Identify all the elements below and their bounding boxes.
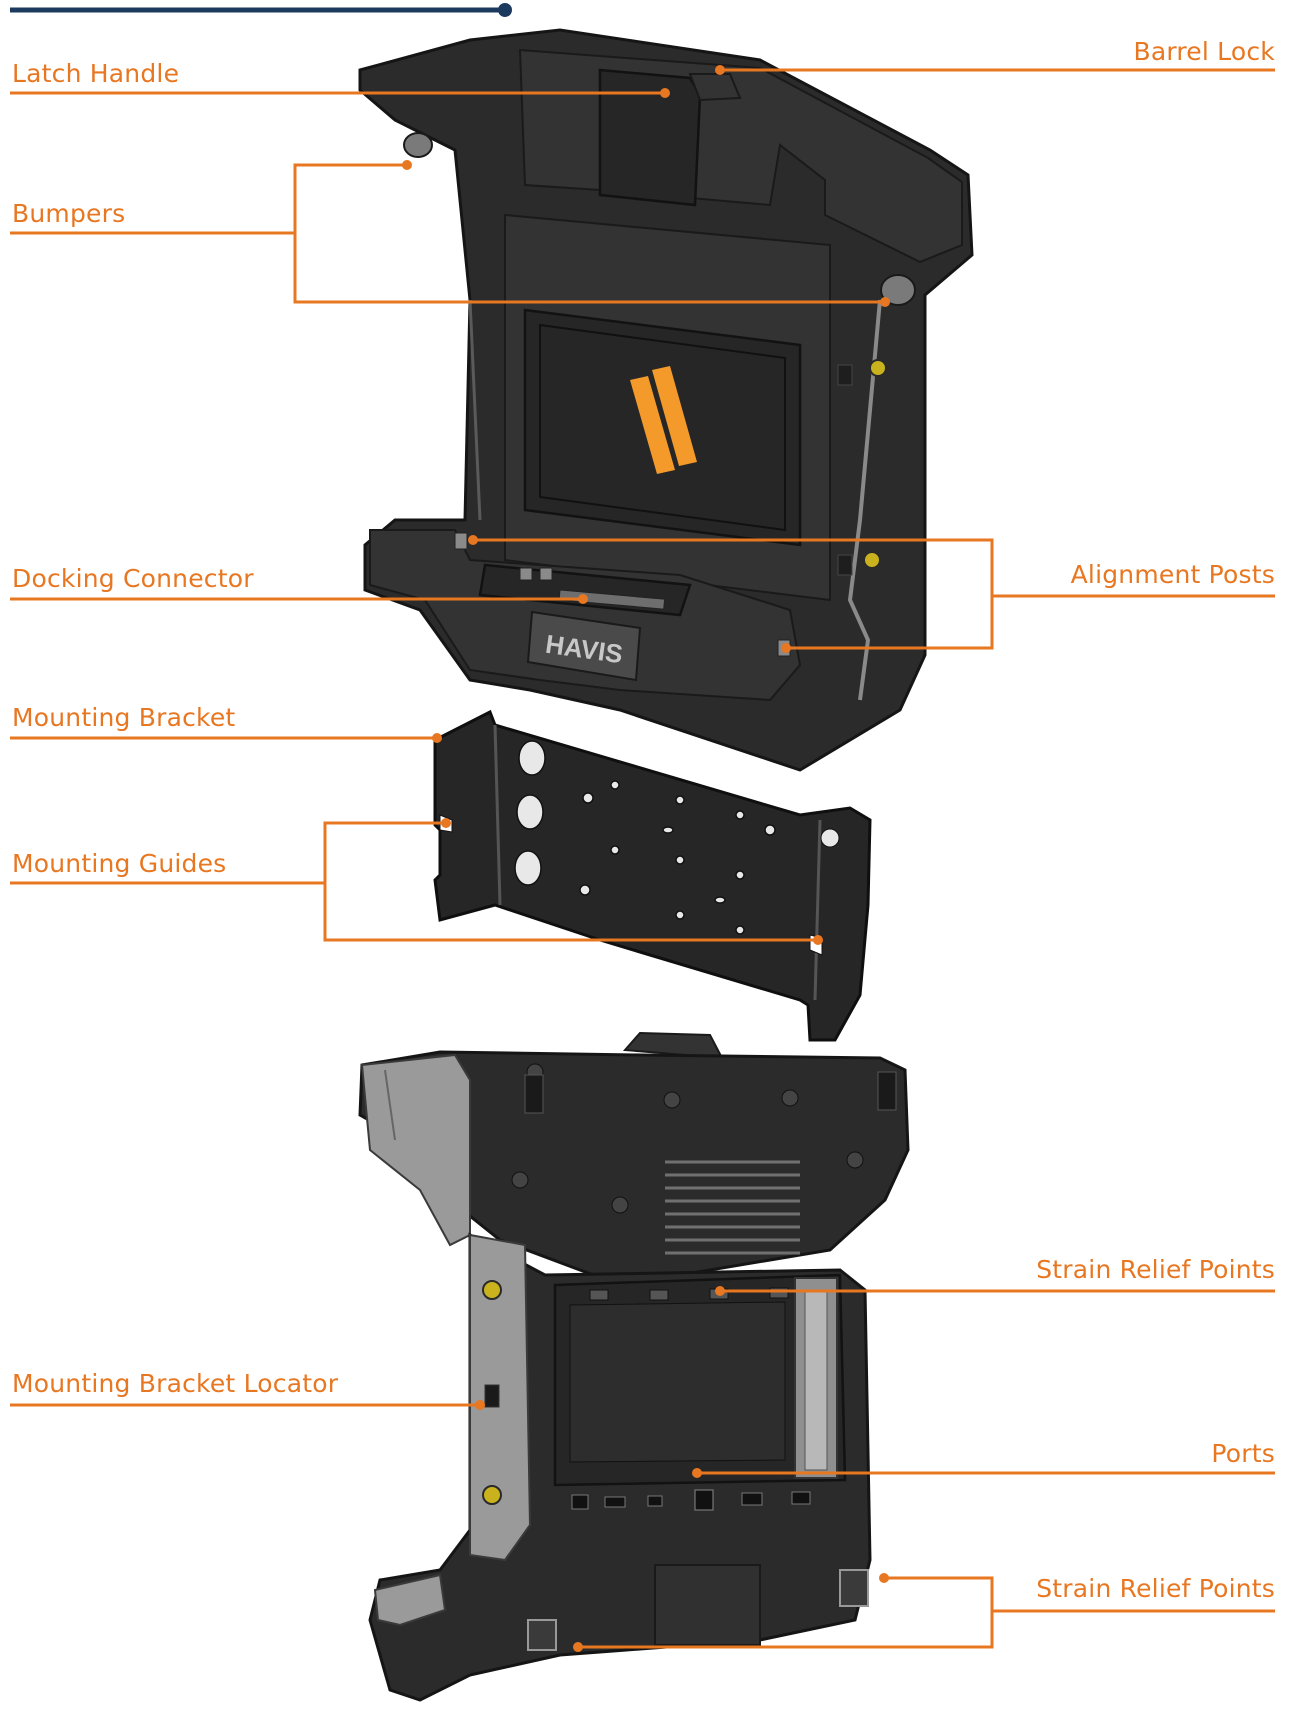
dock-back-left-wing	[360, 1053, 471, 1247]
bracket-hole-1	[518, 740, 546, 776]
ports-label: Ports	[1211, 1439, 1275, 1468]
latch-handle-block	[598, 68, 702, 207]
callout-mounting-bracket: Mounting Bracket	[10, 703, 442, 743]
barrel-lock-knob	[688, 73, 742, 102]
bracket-hole-2	[516, 794, 544, 830]
mounting-guides-label: Mounting Guides	[12, 849, 226, 878]
mounting-bracket-locator-label: Mounting Bracket Locator	[12, 1369, 339, 1398]
docking-connector-label: Docking Connector	[12, 564, 254, 593]
side-screw-bottom	[863, 551, 881, 569]
dock-back-illustration	[358, 1031, 910, 1702]
bracket-hole-3	[514, 850, 542, 886]
dock-back-vents	[665, 1160, 800, 1255]
stripe-mark-1	[630, 376, 675, 474]
top-rule	[10, 3, 512, 17]
mounting-bracket-plate	[433, 709, 872, 1042]
alignment-post-left	[454, 532, 468, 550]
dock-front-illustration: HAVIS	[358, 28, 974, 772]
callout-barrel-lock: Barrel Lock	[715, 37, 1275, 75]
callout-strain-relief-points-top: Strain Relief Points	[715, 1255, 1275, 1296]
mounting-bracket-locator-tab	[484, 1384, 500, 1408]
back-screw-bottom	[482, 1485, 502, 1505]
strain-relief-points-label-1: Strain Relief Points	[1036, 1255, 1275, 1284]
callout-mounting-guides: Mounting Guides	[10, 818, 823, 945]
callout-docking-connector: Docking Connector	[10, 564, 588, 604]
strain-relief-clip-right	[839, 1569, 869, 1607]
callout-alignment-posts: Alignment Posts	[468, 535, 1275, 653]
latch-handle-label: Latch Handle	[12, 59, 179, 88]
alignment-posts-label: Alignment Posts	[1071, 560, 1275, 589]
mounting-bracket-label: Mounting Bracket	[12, 703, 235, 732]
stripe-mark-2	[652, 366, 697, 466]
callout-bumpers: Bumpers	[10, 160, 890, 307]
bumper-right	[880, 274, 916, 306]
bumpers-label: Bumpers	[12, 199, 125, 228]
dock-back-left-rail	[469, 1233, 532, 1562]
callout-ports: Ports	[692, 1439, 1275, 1478]
callout-latch-handle: Latch Handle	[10, 59, 670, 98]
back-screw-top	[482, 1280, 502, 1300]
side-screw-top	[869, 359, 887, 377]
strain-relief-clip-left	[527, 1619, 557, 1651]
callout-strain-relief-points-bottom: Strain Relief Points	[573, 1573, 1275, 1652]
strain-relief-points-label-2: Strain Relief Points	[1036, 1574, 1275, 1603]
bumper-left	[403, 132, 433, 158]
barrel-lock-label: Barrel Lock	[1133, 37, 1275, 66]
callout-mounting-bracket-locator: Mounting Bracket Locator	[10, 1369, 485, 1410]
dock-side-rail	[847, 299, 882, 701]
havis-logo: HAVIS	[526, 610, 642, 682]
ports-row	[571, 1489, 811, 1511]
